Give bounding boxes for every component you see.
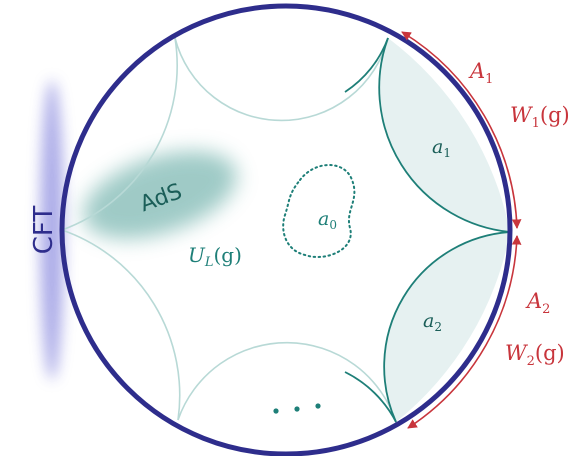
W1-label: W1(g) bbox=[510, 103, 570, 131]
boundary-circle bbox=[59, 3, 513, 456]
a1-label: a1 bbox=[432, 136, 451, 160]
ads-cloud bbox=[83, 151, 237, 239]
ellipsis-dots bbox=[273, 403, 321, 414]
region-a0-boundary bbox=[282, 164, 356, 258]
ul-label: UL(g) bbox=[188, 243, 242, 270]
region-a2 bbox=[384, 232, 510, 422]
A2-label: A2 bbox=[525, 289, 550, 317]
a2-label: a2 bbox=[423, 310, 442, 334]
a0-label: a0 bbox=[318, 208, 337, 232]
geodesics-light bbox=[61, 37, 397, 423]
cft-glow bbox=[40, 80, 64, 380]
A1-label: A1 bbox=[468, 59, 493, 87]
cft-label: CFT bbox=[29, 206, 59, 255]
W2-label: W2(g) bbox=[505, 341, 565, 369]
interval-arrows bbox=[401, 31, 522, 429]
